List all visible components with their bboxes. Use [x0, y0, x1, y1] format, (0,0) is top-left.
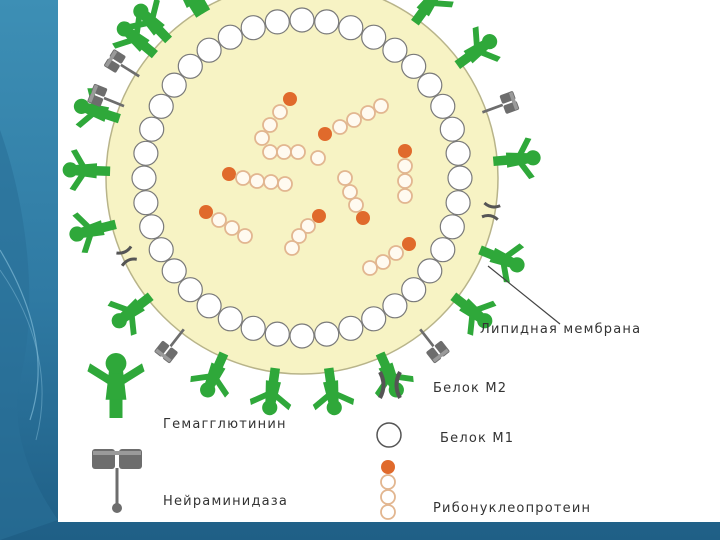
label-neuraminidase: Нейраминидаза [163, 494, 288, 509]
m1-bead [361, 306, 387, 332]
virion [61, 0, 543, 419]
m1-protein-layer [131, 7, 473, 349]
rnp-bead [348, 197, 364, 213]
m1-bead [382, 293, 408, 319]
m1-bead [177, 277, 203, 303]
rnp-bead [375, 254, 391, 270]
label-ribonucleoprotein: Рибонуклеопротеин [433, 501, 591, 516]
rnp-bead [199, 205, 213, 219]
rnp-bead [290, 144, 306, 160]
m1-bead [439, 116, 465, 142]
neuraminidase-icon [92, 449, 142, 513]
rnp-bead [224, 220, 240, 236]
rnp-bead [337, 170, 353, 186]
rnp-bead [235, 170, 251, 186]
rnp-bead [284, 240, 300, 256]
rnp-bead [373, 98, 389, 114]
rnp-bead [388, 245, 404, 261]
rnp-bead [291, 228, 307, 244]
m1-bead [445, 140, 471, 166]
rnp-bead [283, 92, 297, 106]
rnp-bead [360, 105, 376, 121]
m1-bead [314, 321, 340, 347]
rnp-bead [318, 127, 332, 141]
m1-bead [445, 190, 471, 216]
rnp-bead [310, 150, 326, 166]
rnp-bead [397, 173, 413, 189]
rnp-bead [237, 228, 253, 244]
m1-bead [161, 72, 187, 98]
ribonucleoprotein-segments [199, 92, 416, 276]
rnp-bead [342, 184, 358, 200]
m1-bead [338, 15, 364, 41]
m1-bead [139, 116, 165, 142]
lipid-envelope [106, 0, 498, 374]
rnp-bead [277, 176, 293, 192]
membrane-pointer-line [487, 265, 561, 325]
m1-bead [217, 24, 243, 50]
m1-bead [289, 323, 315, 349]
m1-bead [240, 15, 266, 41]
rnp-bead [262, 117, 278, 133]
m1-bead [430, 93, 456, 119]
rnp-bead [272, 104, 288, 120]
rnp-bead [222, 167, 236, 181]
m1-bead [417, 258, 443, 284]
m1-bead [217, 306, 243, 332]
m1-bead [430, 237, 456, 263]
rnp-bead [346, 112, 362, 128]
rnp-bead [332, 119, 348, 135]
rnp-bead [262, 144, 278, 160]
label-protein-m2: Белок М2 [433, 381, 507, 396]
label-lipid-membrane: Липидная мембрана [480, 322, 641, 337]
rnp-bead [249, 173, 265, 189]
m1-bead [447, 165, 473, 191]
rnp-bead [312, 209, 326, 223]
rnp-bead [397, 158, 413, 174]
m1-bead [196, 293, 222, 319]
hemagglutinin-spike [491, 136, 543, 183]
m1-bead [439, 214, 465, 240]
m2-channel-icon [378, 371, 402, 399]
rnp-bead [276, 144, 292, 160]
m1-bead [401, 53, 427, 79]
m1-bead [361, 24, 387, 50]
m1-bead [148, 237, 174, 263]
m1-bead [131, 165, 157, 191]
rnp-bead [397, 188, 413, 204]
m1-bead [314, 9, 340, 35]
m1-bead-icon [376, 422, 402, 448]
label-protein-m1: Белок М1 [440, 431, 514, 446]
m1-bead [240, 315, 266, 341]
rnp-bead [362, 260, 378, 276]
rnp-bead [402, 237, 416, 251]
hemagglutinin-spike [61, 148, 111, 193]
rnp-bead [356, 211, 370, 225]
m1-bead [148, 93, 174, 119]
rnp-bead [211, 212, 227, 228]
rnp-chain-icon [380, 460, 396, 520]
m1-bead [417, 72, 443, 98]
m1-bead [338, 315, 364, 341]
m1-bead [401, 277, 427, 303]
rnp-bead [398, 144, 412, 158]
m1-bead [133, 190, 159, 216]
m1-bead [177, 53, 203, 79]
m1-bead [196, 37, 222, 63]
rnp-bead [263, 174, 279, 190]
m1-bead [161, 258, 187, 284]
hemagglutinin-icon [87, 353, 145, 418]
label-hemagglutinin: Гемагглютинин [163, 417, 287, 432]
m1-bead [139, 214, 165, 240]
m1-bead [264, 321, 290, 347]
m1-bead [382, 37, 408, 63]
rnp-bead [300, 218, 316, 234]
m1-bead [133, 140, 159, 166]
m1-bead [289, 7, 315, 33]
m1-bead [264, 9, 290, 35]
rnp-bead [254, 130, 270, 146]
